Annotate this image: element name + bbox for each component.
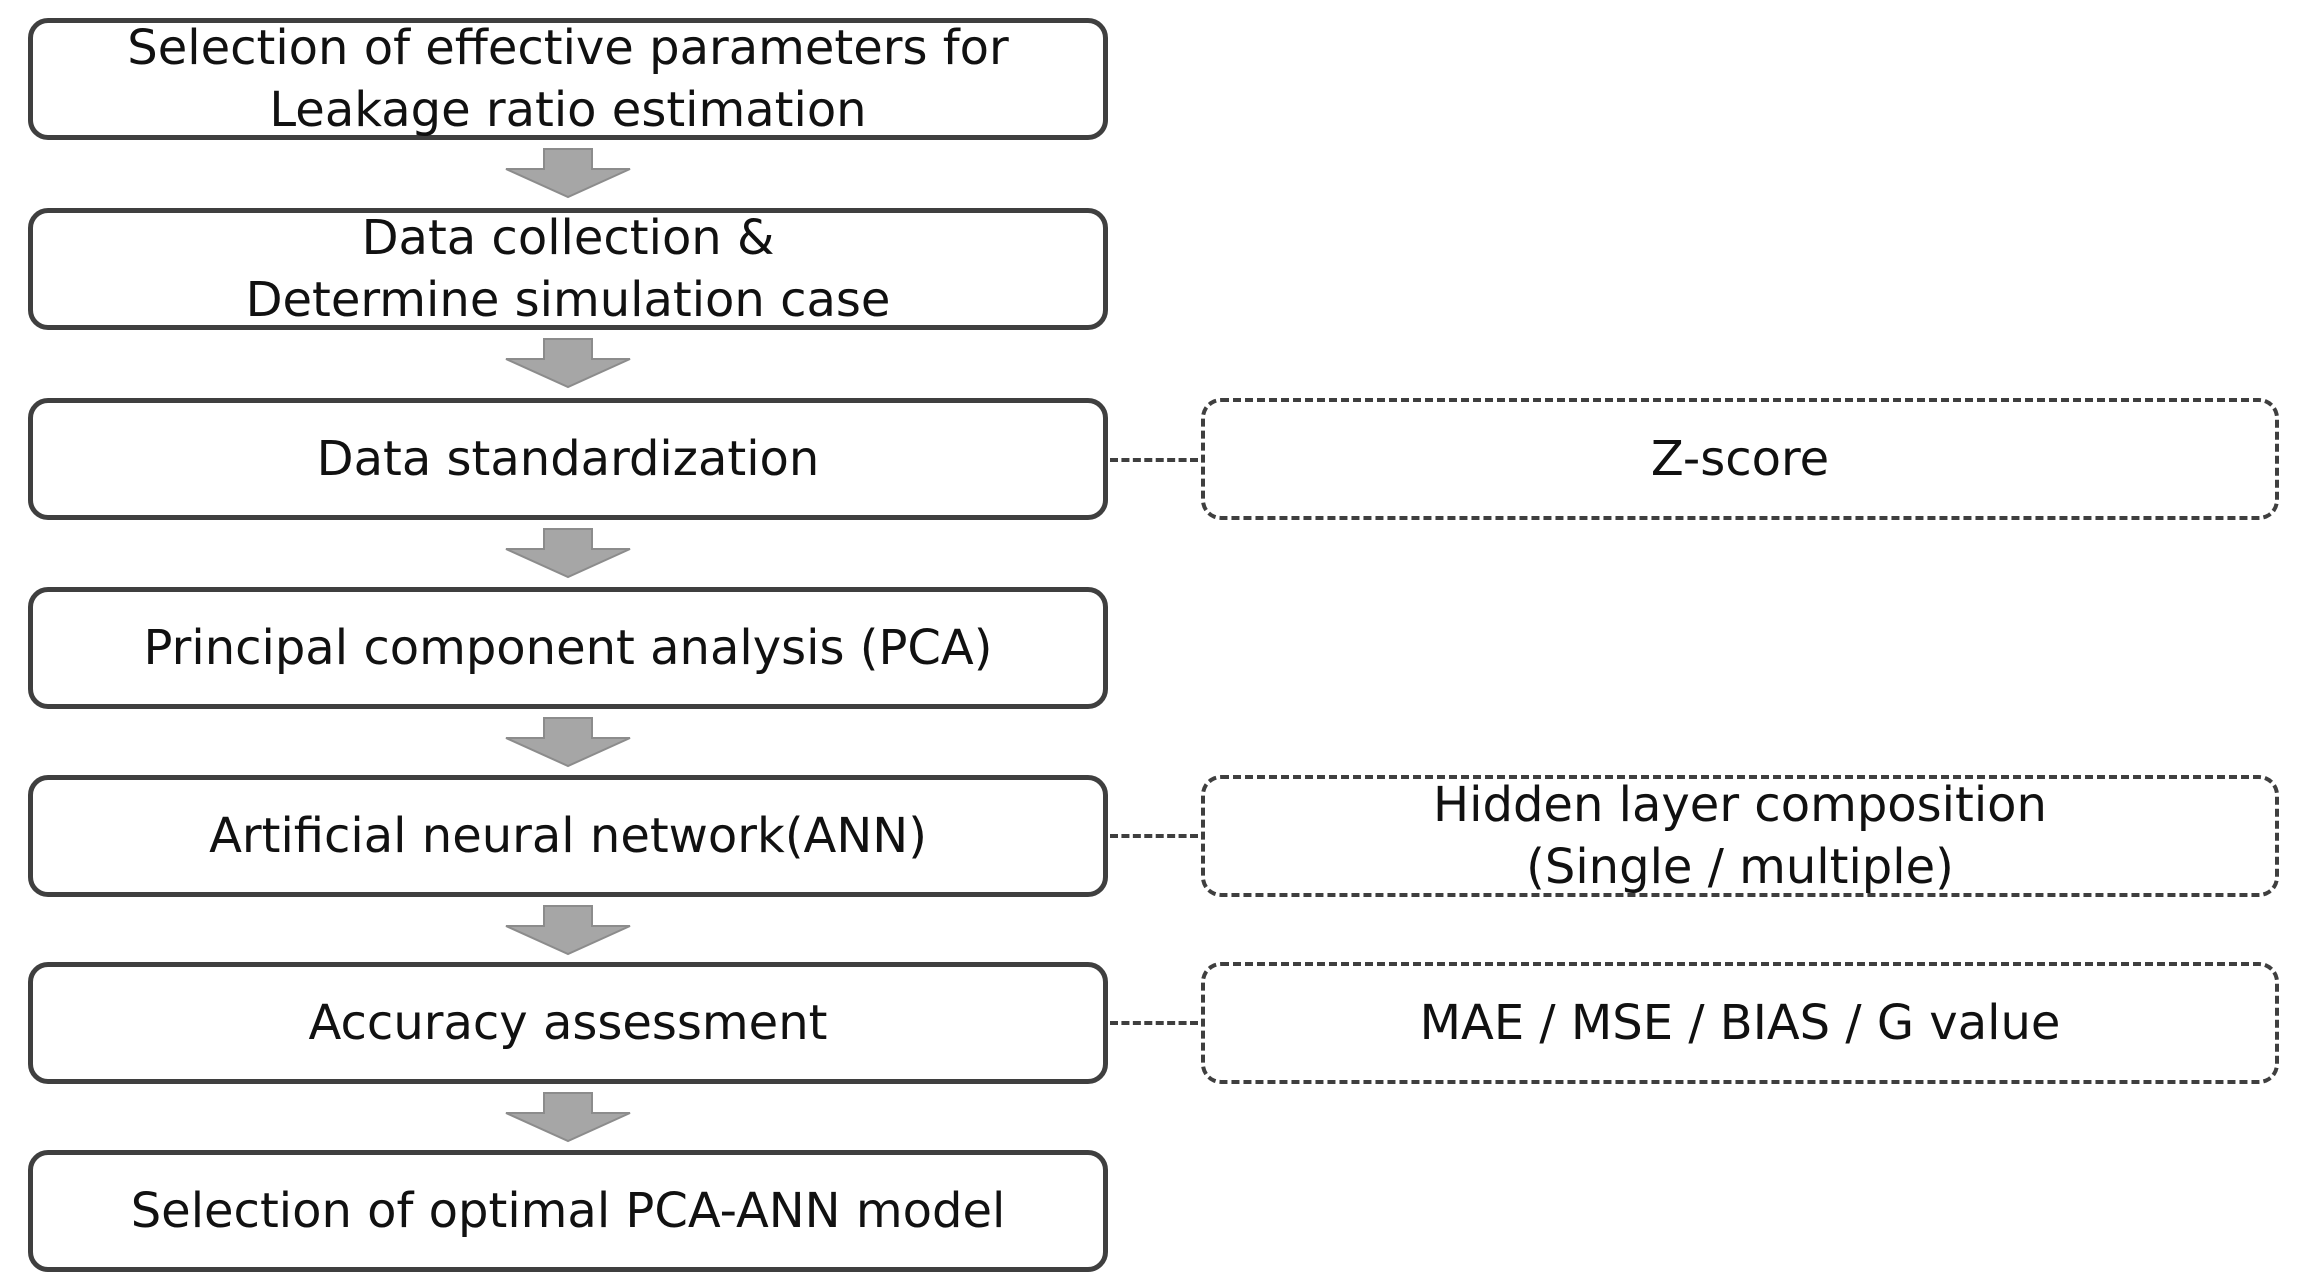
- down-arrow-4: [505, 717, 631, 768]
- step-pca: Principal component analysis (PCA): [28, 587, 1108, 709]
- step-accuracy-assessment: Accuracy assessment: [28, 962, 1108, 1084]
- step-data-standardization: Data standardization: [28, 398, 1108, 520]
- step-parameter-selection: Selection of effective parameters for Le…: [28, 18, 1108, 140]
- step-data-collection: Data collection & Determine simulation c…: [28, 208, 1108, 330]
- down-arrow-6: [505, 1092, 631, 1143]
- down-arrow-2: [505, 338, 631, 389]
- step-optimal-model-selection: Selection of optimal PCA-ANN model: [28, 1150, 1108, 1272]
- down-arrow-1: [505, 148, 631, 199]
- down-arrow-3: [505, 528, 631, 579]
- note-zscore: Z-score: [1201, 398, 2279, 520]
- connector-metrics: [1110, 1021, 1198, 1025]
- note-hidden-layer-composition: Hidden layer composition (Single / multi…: [1201, 775, 2279, 897]
- down-arrow-5: [505, 905, 631, 956]
- connector-hidden-layer: [1110, 834, 1198, 838]
- note-accuracy-metrics: MAE / MSE / BIAS / G value: [1201, 962, 2279, 1084]
- connector-zscore: [1110, 458, 1198, 462]
- step-ann: Artificial neural network(ANN): [28, 775, 1108, 897]
